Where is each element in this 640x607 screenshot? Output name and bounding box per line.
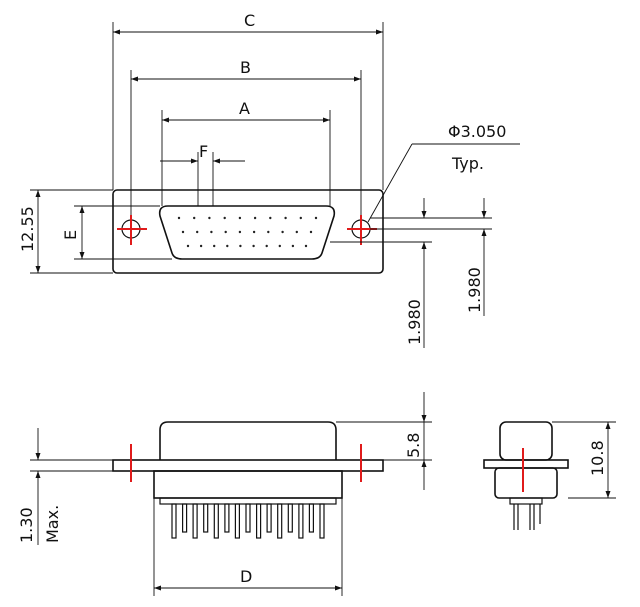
front-pin <box>256 503 262 539</box>
dimension-overall-height: 12.55 <box>18 189 113 274</box>
pin-dot <box>239 244 242 248</box>
dimension-e-label: E <box>61 230 80 240</box>
hole-diameter-callout: Φ3.050 Typ. <box>367 122 520 223</box>
front-pin <box>266 503 272 533</box>
front-pin <box>287 503 293 533</box>
flange-max-note: Max. <box>43 505 62 543</box>
front-pin <box>234 503 240 539</box>
top-view: C B A F 12.55 <box>18 11 520 348</box>
side-view: 10.8 <box>483 421 616 530</box>
pin-dot <box>223 216 226 220</box>
front-pin <box>277 503 283 539</box>
pin-dot <box>252 244 255 248</box>
front-pin-base <box>159 497 337 505</box>
dimension-side-height: 10.8 <box>552 421 616 499</box>
pin-dot <box>253 216 257 220</box>
dimension-d: D <box>153 498 343 596</box>
pin-dot <box>284 216 287 220</box>
dimension-c: C <box>112 11 384 190</box>
pin-dot <box>299 216 302 220</box>
dimension-e: E <box>61 205 172 260</box>
pin-dot <box>269 216 272 220</box>
body-height-label: 5.8 <box>404 433 423 458</box>
side-pins <box>513 504 541 530</box>
pin-dot <box>208 216 211 220</box>
pin-dot <box>177 216 181 220</box>
front-pin <box>182 503 188 533</box>
pin-dot <box>193 216 196 220</box>
pin-dot <box>309 230 313 234</box>
dimension-flange-max: 1.30 Max. <box>17 428 113 545</box>
pin-dot <box>213 244 216 248</box>
dimension-offset-left: 1.980 <box>330 198 492 348</box>
pin-dot <box>196 230 199 234</box>
front-pin <box>224 503 230 533</box>
pin-dot <box>252 230 256 234</box>
offset-right-label: 1.980 <box>465 267 484 313</box>
dimension-a: A <box>161 99 331 206</box>
hole-diameter-label: Φ3.050 <box>448 122 506 141</box>
front-lower-body <box>153 470 343 499</box>
offset-left-label: 1.980 <box>405 299 424 345</box>
front-pin <box>192 503 198 539</box>
dimension-f: F <box>160 142 245 206</box>
pin-dot <box>226 244 229 248</box>
d-shell <box>158 205 336 260</box>
front-pin <box>213 503 219 539</box>
dimension-a-label: A <box>239 99 250 118</box>
side-lower-body <box>494 467 558 499</box>
pin-dot <box>181 230 185 234</box>
pin-dot <box>186 244 190 248</box>
front-pin <box>319 503 325 539</box>
side-pin-base <box>509 497 543 505</box>
dimension-body-height: 5.8 <box>336 392 432 490</box>
overall-height-label: 12.55 <box>18 206 37 252</box>
pin-dot <box>278 244 281 248</box>
pin-field <box>177 216 318 248</box>
front-pins <box>171 503 325 539</box>
pin-dot <box>304 244 308 248</box>
front-pin <box>203 503 209 533</box>
pin-dot <box>224 230 227 234</box>
centerline-marks-front <box>130 444 362 482</box>
flange-max-label: 1.30 <box>17 507 36 543</box>
hole-note-label: Typ. <box>451 154 484 173</box>
dimension-c-label: C <box>244 11 255 30</box>
side-body <box>499 421 553 461</box>
front-view: 5.8 1.30 Max. D <box>17 392 432 596</box>
dimension-f-label: F <box>199 142 208 161</box>
dimension-b: B <box>130 58 362 215</box>
pin-dot <box>238 230 242 234</box>
pin-dot <box>314 216 318 220</box>
front-pin <box>298 503 304 539</box>
front-flange <box>112 459 384 472</box>
side-height-label: 10.8 <box>588 440 607 476</box>
pin-dot <box>281 230 284 234</box>
pin-dot <box>210 230 213 234</box>
dimension-b-label: B <box>240 58 251 77</box>
dimension-offset-right: 1.980 <box>465 198 487 316</box>
front-pin <box>171 503 177 539</box>
front-pin <box>245 503 251 533</box>
pin-dot <box>265 244 268 248</box>
pin-dot <box>291 244 295 248</box>
pin-dot <box>238 216 242 220</box>
pin-dot <box>295 230 298 234</box>
centerline-marks-top <box>117 215 377 245</box>
pin-dot <box>267 230 270 234</box>
front-pin <box>308 503 314 533</box>
front-body <box>159 421 337 460</box>
flange-plate <box>112 189 384 274</box>
dimension-d-label: D <box>240 567 252 586</box>
side-flange <box>483 459 569 469</box>
pin-dot <box>199 244 203 248</box>
